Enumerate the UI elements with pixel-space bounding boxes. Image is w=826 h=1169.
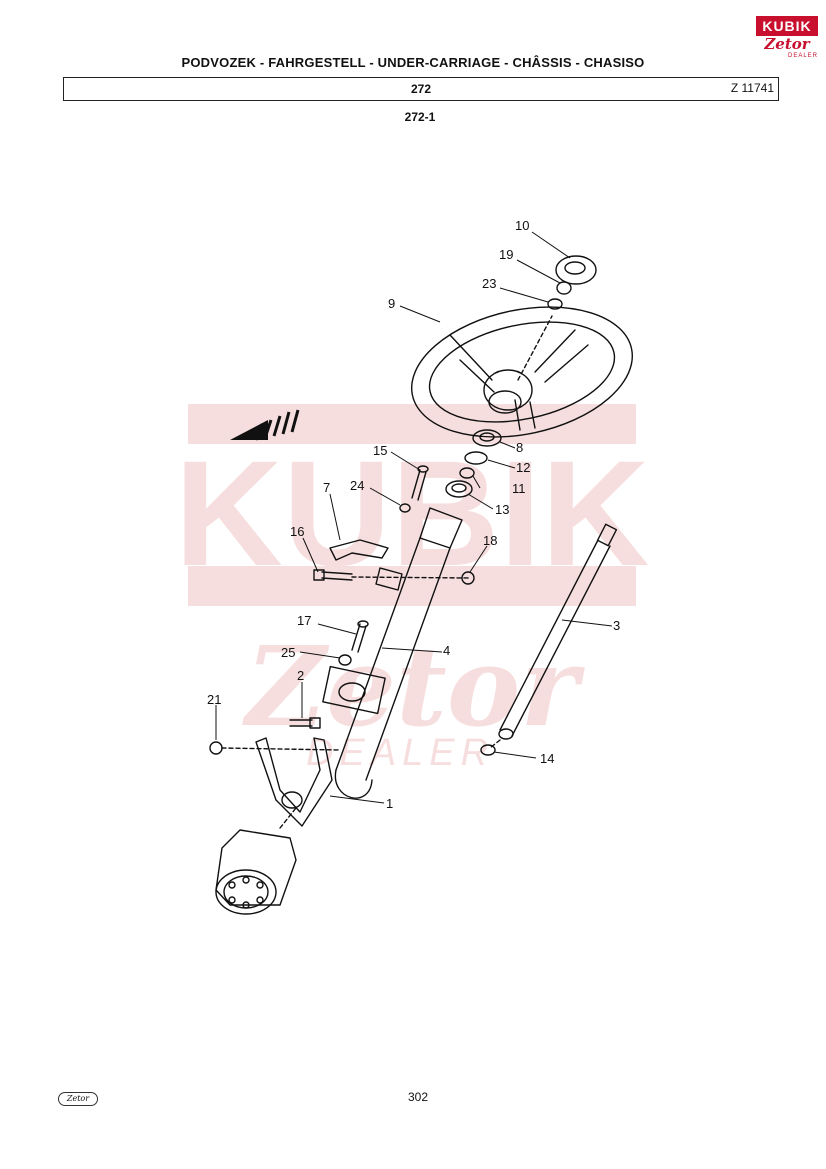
watermark-brand: KUBIK [175,429,650,597]
bracket-7 [329,539,403,591]
callout-19: 19 [499,247,513,262]
dealer-logo: KUBIK Zetor DEALER [756,16,818,64]
support-bracket [221,737,341,827]
bearing-stack [445,429,502,498]
callout-12: 12 [516,460,530,475]
callout-3: 3 [613,618,620,633]
callout-1: 1 [386,796,393,811]
callout-10: 10 [515,218,529,233]
washer-24 [399,503,411,513]
bolt-2 [289,717,321,729]
callout-9: 9 [388,296,395,311]
header-box: 272 Z 11741 [63,77,779,101]
horn-cap [555,255,597,285]
page-title: PODVOZEK - FAHRGESTELL - UNDER-CARRIAGE … [181,55,645,70]
callout-13: 13 [495,502,509,517]
callout-16: 16 [290,524,304,539]
arrow-icon [230,409,300,441]
watermark-role: DEALER [306,732,494,774]
steering-wheel [410,306,634,438]
callout-7: 7 [323,480,330,495]
watermark-make: Zetor [242,622,585,751]
circlip-14 [480,744,496,756]
callout-25: 25 [281,645,295,660]
subgroup-code: 272-1 [404,110,436,124]
steering-column-tube [322,507,463,799]
group-code: 272 [410,82,432,96]
callout-17: 17 [297,613,311,628]
logo-make: Zetor [764,35,810,53]
reference-number: Z 11741 [730,81,774,95]
steering-shaft [489,523,618,749]
nut-21 [209,741,223,755]
footer-logo: Zetor [58,1092,98,1106]
callout-24: 24 [350,478,364,493]
hydraulic-unit [215,807,297,915]
bolt-16 [313,569,471,581]
callout-15: 15 [373,443,387,458]
page-number: 302 [407,1090,429,1104]
washer-23 [547,298,563,310]
washer-25 [338,654,352,666]
nut-18 [461,571,475,585]
bolt-17 [351,620,369,653]
leader-lines [215,231,613,804]
callout-18: 18 [483,533,497,548]
callout-2: 2 [297,668,304,683]
callout-11: 11 [512,481,526,496]
logo-brand: KUBIK [756,16,818,36]
callout-labels: 10 19 23 9 8 12 11 13 15 24 7 16 18 3 17… [207,218,620,811]
callout-4: 4 [443,643,450,658]
callout-21: 21 [207,692,221,707]
callout-23: 23 [482,276,496,291]
callout-14: 14 [540,751,554,766]
nut-19 [556,281,572,295]
logo-role: DEALER [787,53,818,59]
callout-8: 8 [516,440,523,455]
watermark: KUBIK Zetor DEALER [175,404,650,774]
